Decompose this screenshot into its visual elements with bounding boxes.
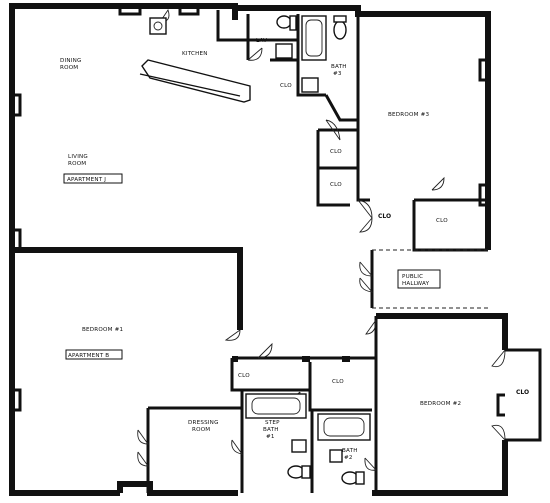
closet-kitchen-label: CLO xyxy=(280,83,292,89)
kitchen-counter xyxy=(139,59,251,103)
closet-b3-upper-label: CLO xyxy=(330,149,342,155)
closet-b3-lower-label: CLO xyxy=(330,182,342,188)
interior-walls xyxy=(12,10,488,493)
lav-label: LAV xyxy=(256,38,267,44)
bedroom-1-label: BEDROOM #1 xyxy=(82,327,123,333)
bedroom-2-label: BEDROOM #2 xyxy=(420,401,461,407)
closet-labels: CLO CLO CLO CLO CLO CLO CLO CLO xyxy=(238,83,529,396)
apartment-j-label: APARTMENT J xyxy=(67,177,106,183)
apartment-b-label: APARTMENT B xyxy=(68,353,109,359)
bay-closet xyxy=(505,348,542,442)
closet-b2-bay-label: CLO xyxy=(516,389,529,396)
closet-lower-hall-label: CLO xyxy=(238,373,250,379)
closet-center-label: CLO xyxy=(332,379,344,385)
closet-corridor-label: CLO xyxy=(378,213,391,220)
fixtures xyxy=(149,15,371,485)
closet-b3-corner-label: CLO xyxy=(436,218,448,224)
bath-2-label: BATH#2 xyxy=(342,448,358,461)
bath-3-label: BATH#3 xyxy=(331,64,347,77)
kitchen-label: KITCHEN xyxy=(182,51,208,57)
bedroom-3-label: BEDROOM #3 xyxy=(388,112,429,118)
